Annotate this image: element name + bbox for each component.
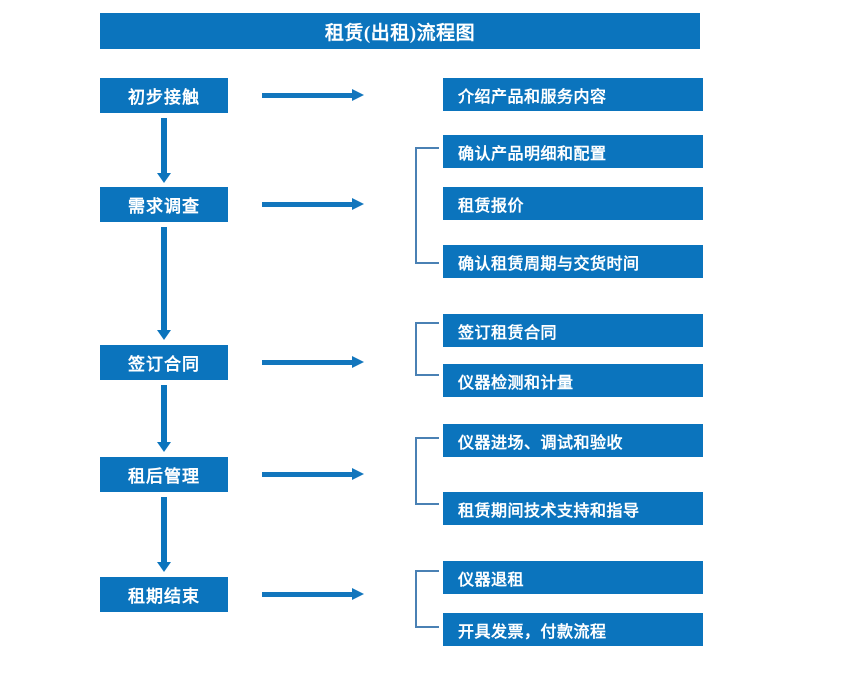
arrow-stem	[262, 202, 354, 207]
group-bracket	[415, 322, 439, 376]
arrow-stem	[262, 592, 354, 597]
detail-box[interactable]: 签订租赁合同	[443, 314, 703, 347]
arrow-head	[157, 562, 171, 572]
detail-box[interactable]: 开具发票，付款流程	[443, 613, 703, 646]
arrow-stem	[262, 93, 354, 98]
arrow-stem	[161, 118, 167, 173]
arrow-head	[157, 173, 171, 183]
stage-box[interactable]: 租后管理	[100, 457, 228, 492]
arrow-stem	[161, 497, 167, 562]
down-arrow-icon	[156, 497, 172, 572]
arrow-head	[157, 330, 171, 340]
right-arrow-icon	[262, 467, 364, 481]
group-bracket	[415, 147, 439, 264]
arrow-head	[352, 198, 364, 210]
detail-box[interactable]: 租赁报价	[443, 187, 703, 220]
arrow-stem	[262, 472, 354, 477]
right-arrow-icon	[262, 88, 364, 102]
detail-box[interactable]: 确认产品明细和配置	[443, 135, 703, 168]
detail-box[interactable]: 确认租赁周期与交货时间	[443, 245, 703, 278]
arrow-stem	[161, 227, 167, 330]
group-bracket	[415, 437, 439, 505]
stage-box[interactable]: 需求调查	[100, 187, 228, 222]
right-arrow-icon	[262, 197, 364, 211]
down-arrow-icon	[156, 227, 172, 340]
stage-box[interactable]: 签订合同	[100, 345, 228, 380]
arrow-head	[352, 89, 364, 101]
page-title: 租赁(出租)流程图	[100, 13, 700, 49]
arrow-head	[352, 588, 364, 600]
detail-box[interactable]: 仪器退租	[443, 561, 703, 594]
detail-box[interactable]: 介绍产品和服务内容	[443, 78, 703, 111]
arrow-stem	[161, 385, 167, 442]
arrow-head	[352, 356, 364, 368]
arrow-head	[157, 442, 171, 452]
arrow-stem	[262, 360, 354, 365]
stage-box[interactable]: 初步接触	[100, 78, 228, 113]
right-arrow-icon	[262, 587, 364, 601]
detail-box[interactable]: 租赁期间技术支持和指导	[443, 492, 703, 525]
down-arrow-icon	[156, 118, 172, 183]
arrow-head	[352, 468, 364, 480]
detail-box[interactable]: 仪器进场、调试和验收	[443, 424, 703, 457]
stage-box[interactable]: 租期结束	[100, 577, 228, 612]
right-arrow-icon	[262, 355, 364, 369]
group-bracket	[415, 570, 439, 628]
detail-box[interactable]: 仪器检测和计量	[443, 364, 703, 397]
down-arrow-icon	[156, 385, 172, 452]
